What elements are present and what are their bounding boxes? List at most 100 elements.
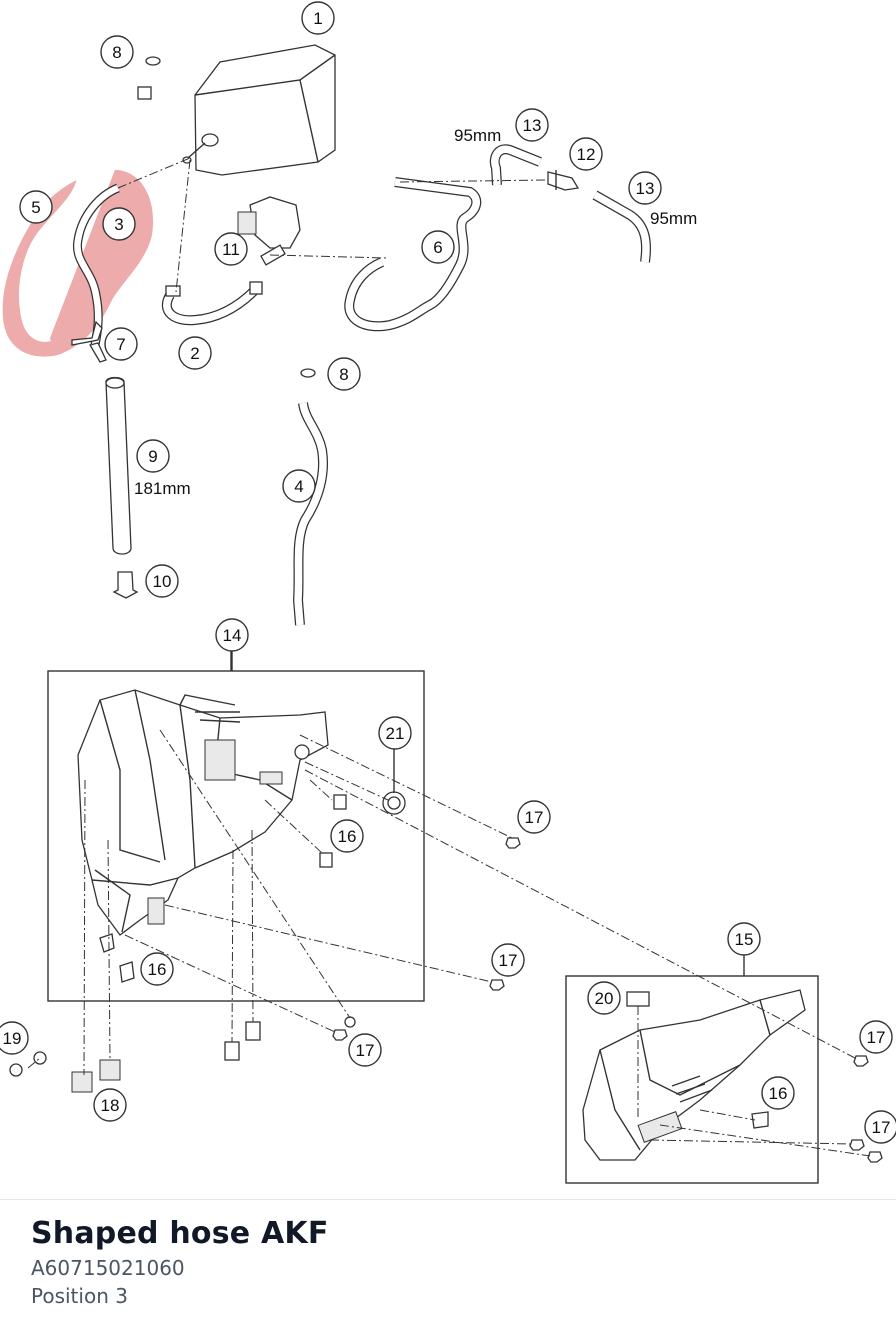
clips-16[interactable]	[99, 794, 347, 983]
callout-circle	[491, 943, 525, 977]
callout-number: 13	[523, 116, 542, 135]
callout-number: 17	[499, 951, 518, 970]
callout-circle	[330, 819, 364, 853]
callout-circle	[727, 922, 761, 956]
callout-c3[interactable]: 3	[102, 207, 136, 241]
nuts-18-19[interactable]	[9, 1021, 261, 1093]
callout-number: 21	[386, 724, 405, 743]
callout-labels: 1234567889101112131314151616161717171717…	[0, 1, 896, 1144]
callout-circle	[214, 232, 248, 266]
callout-c17b[interactable]: 17	[491, 943, 525, 977]
callout-c9[interactable]: 9	[136, 439, 170, 473]
callout-c14[interactable]: 14	[215, 618, 249, 652]
callout-c5[interactable]: 5	[19, 190, 53, 224]
callout-c17a[interactable]: 17	[517, 800, 551, 834]
callout-c11[interactable]: 11	[214, 232, 248, 266]
callout-number: 14	[223, 626, 242, 645]
callout-circle	[282, 469, 316, 503]
callout-number: 9	[148, 447, 157, 466]
callout-circle	[761, 1076, 795, 1110]
hose-3[interactable]	[72, 183, 120, 346]
hose-9[interactable]	[105, 376, 132, 555]
callout-circle	[327, 357, 361, 391]
cover-part[interactable]	[582, 989, 806, 1161]
callout-c10[interactable]: 10	[145, 564, 179, 598]
callout-number: 8	[339, 365, 348, 384]
hose-13-right[interactable]	[592, 190, 652, 263]
callout-circle	[569, 137, 603, 171]
callout-circle	[145, 564, 179, 598]
callout-c17d[interactable]: 17	[859, 1020, 893, 1054]
callout-number: 20	[595, 989, 614, 1008]
connector-12[interactable]	[547, 170, 580, 191]
assembly-box-14	[47, 670, 425, 1002]
callout-circle	[859, 1020, 893, 1054]
dimension-label-13a: 95mm	[454, 126, 501, 145]
t-piece-7[interactable]	[71, 320, 107, 363]
callout-c15[interactable]: 15	[727, 922, 761, 956]
connection-lines-upper	[117, 157, 546, 293]
battery-holder-bracket[interactable]	[77, 689, 329, 936]
carbon-canister[interactable]	[182, 44, 336, 176]
screws-17[interactable]	[332, 837, 883, 1163]
callout-number: 17	[525, 808, 544, 827]
callout-circle	[515, 108, 549, 142]
grommet-21[interactable]	[382, 791, 406, 815]
hose-6[interactable]	[344, 177, 482, 332]
callout-c7[interactable]: 7	[104, 327, 138, 361]
callout-circle	[864, 1110, 896, 1144]
callout-c17c[interactable]: 17	[348, 1033, 382, 1067]
callout-number: 3	[114, 215, 123, 234]
callout-c17e[interactable]: 17	[864, 1110, 896, 1144]
callout-circle	[0, 1021, 29, 1055]
callout-circle	[348, 1033, 382, 1067]
part-name: Shaped hose AKF	[31, 1216, 329, 1251]
callout-number: 8	[112, 43, 121, 62]
callout-number: 16	[338, 827, 357, 846]
assembly-box-15	[565, 975, 819, 1184]
callout-number: 6	[433, 238, 442, 257]
callout-circle	[19, 190, 53, 224]
callout-c6[interactable]: 6	[421, 230, 455, 264]
callout-c16b[interactable]: 16	[140, 952, 174, 986]
callout-circle	[587, 981, 621, 1015]
callout-circle	[104, 327, 138, 361]
callout-number: 12	[577, 145, 596, 164]
purge-valve[interactable]	[237, 196, 301, 266]
callout-number: 10	[153, 572, 172, 591]
callout-c1[interactable]: 1	[301, 1, 335, 35]
callout-number: 7	[116, 335, 125, 354]
dimension-label-13b: 95mm	[650, 209, 697, 228]
callout-circle	[140, 952, 174, 986]
callout-c19[interactable]: 19	[0, 1021, 29, 1055]
hose-13-left[interactable]	[489, 144, 542, 186]
callout-c21[interactable]: 21	[378, 716, 412, 750]
plug-10[interactable]	[112, 571, 139, 599]
callout-c13a[interactable]: 13	[515, 108, 549, 142]
callout-c8a[interactable]: 8	[100, 35, 134, 69]
callout-circle	[517, 800, 551, 834]
part-position: Position 3	[31, 1284, 128, 1308]
callout-circle	[93, 1088, 127, 1122]
dimension-label-9: 181mm	[134, 479, 191, 498]
callout-c13b[interactable]: 13	[628, 171, 662, 205]
callout-c20[interactable]: 20	[587, 981, 621, 1015]
clip-16-cover[interactable]	[751, 1111, 769, 1129]
callout-number: 15	[735, 930, 754, 949]
callout-c16c[interactable]: 16	[761, 1076, 795, 1110]
callout-c8b[interactable]: 8	[327, 357, 361, 391]
exploded-parts-diagram: .ln { stroke: #333; stroke-width: 1.4; f…	[0, 1, 896, 1184]
callout-c16a[interactable]: 16	[330, 819, 364, 853]
callout-c2[interactable]: 2	[178, 336, 212, 370]
divider	[0, 1199, 896, 1200]
pad-20[interactable]	[626, 991, 650, 1007]
clamp-8-lower[interactable]	[300, 368, 316, 378]
hose-4[interactable]	[292, 402, 328, 626]
callout-c18[interactable]: 18	[93, 1088, 127, 1122]
hose-2[interactable]	[161, 281, 263, 326]
clamp-8-upper[interactable]	[145, 56, 161, 66]
callout-c4[interactable]: 4	[282, 469, 316, 503]
callout-number: 11	[222, 240, 240, 259]
callout-number: 4	[294, 477, 303, 496]
callout-c12[interactable]: 12	[569, 137, 603, 171]
